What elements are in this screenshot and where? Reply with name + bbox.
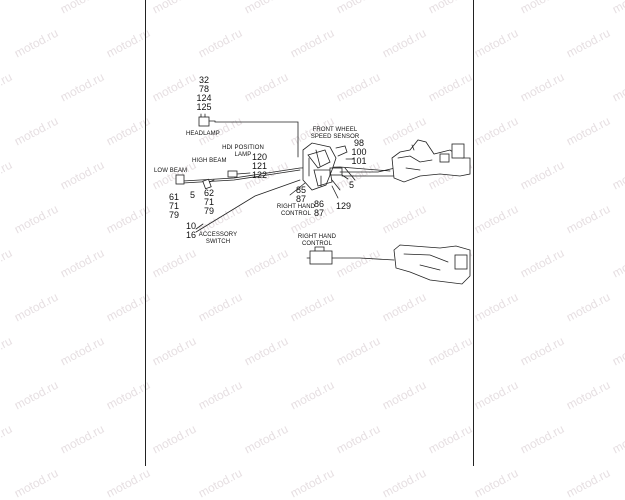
- hdi-callout-2: 121: [252, 161, 268, 171]
- hdi-lamp-connector: [227, 170, 238, 178]
- speed-sensor-callout-1: 98: [353, 138, 364, 148]
- watermark-text: motod.ru: [380, 465, 429, 500]
- watermark-text: motod.ru: [104, 465, 153, 500]
- accessory-label-1: ACCESSORY: [198, 232, 238, 238]
- high-beam-callout-1: 62: [204, 188, 215, 198]
- rhc-callout-87a: 87: [296, 194, 307, 204]
- accessory-callout-1: 10: [186, 221, 197, 231]
- front-wheel-label-2: SPEED SENSOR: [310, 134, 360, 140]
- main-harness: [182, 166, 391, 182]
- watermark-text: motod.ru: [472, 465, 521, 500]
- rhc-callout-87b: 87: [314, 208, 325, 218]
- headlamp-wire: [208, 120, 299, 158]
- front-wheel-label-1: FRONT WHEEL: [312, 127, 358, 133]
- speed-sensor-callout-2: 100: [351, 147, 367, 157]
- low-beam-callout-1: 61: [169, 192, 180, 202]
- connector-callout-5: 5: [349, 180, 355, 190]
- rhc-callout-85: 85: [296, 185, 307, 195]
- accessory-callout-2: 16: [186, 230, 197, 240]
- low-beam-callout-3: 79: [169, 210, 180, 220]
- upper-right-harness: [391, 139, 471, 183]
- connector-callout-129: 129: [336, 201, 352, 211]
- rhc-label-2: CONTROL: [280, 211, 312, 217]
- wiring-drawing: [175, 113, 471, 285]
- high-beam-callout-3: 79: [204, 206, 215, 216]
- headlamp-callout-2: 78: [198, 84, 209, 94]
- hdi-callout-3: 122: [252, 170, 268, 180]
- rhc-label-1: RIGHT HAND: [276, 204, 316, 210]
- hdi-lamp-label-1: HDI POSITION: [222, 145, 264, 151]
- low-beam-label: LOW BEAM: [154, 168, 188, 174]
- harness-to-right: [339, 167, 396, 173]
- headlamp-label: HEADLAMP: [186, 131, 220, 137]
- hdi-lamp-label-2: LAMP: [234, 152, 252, 158]
- junction-cluster: [302, 142, 356, 191]
- rhc-callout-86: 86: [314, 199, 325, 209]
- accessory-wire: [195, 179, 301, 233]
- accessory-label-2: SWITCH: [205, 239, 231, 245]
- high-beam-5-callout: 5: [190, 190, 196, 200]
- rhc-detail-label-1: RIGHT HAND: [297, 234, 337, 240]
- headlamp-callout-3: 124: [196, 93, 212, 103]
- low-beam-callout-2: 71: [169, 201, 180, 211]
- hdi-callout-1: 120: [252, 152, 268, 162]
- headlamp-connector: [198, 116, 210, 127]
- diagram-frame: [145, 0, 474, 466]
- rhc-detail-label-2: CONTROL: [301, 241, 333, 247]
- watermark-text: motod.ru: [288, 465, 337, 500]
- headlamp-callout-4: 125: [196, 102, 212, 112]
- low-beam-connector: [175, 174, 185, 185]
- speed-sensor-callout-3: 101: [351, 156, 367, 166]
- high-beam-connector: [202, 178, 212, 190]
- watermark-text: motod.ru: [196, 465, 245, 500]
- watermark-text: motod.ru: [12, 465, 61, 500]
- headlamp-callout-1: 32: [198, 75, 209, 85]
- watermark-text: motod.ru: [564, 465, 613, 500]
- high-beam-callout-2: 71: [204, 197, 215, 207]
- right-hand-control-detail: [306, 244, 471, 285]
- high-beam-label: HIGH BEAM: [192, 158, 227, 164]
